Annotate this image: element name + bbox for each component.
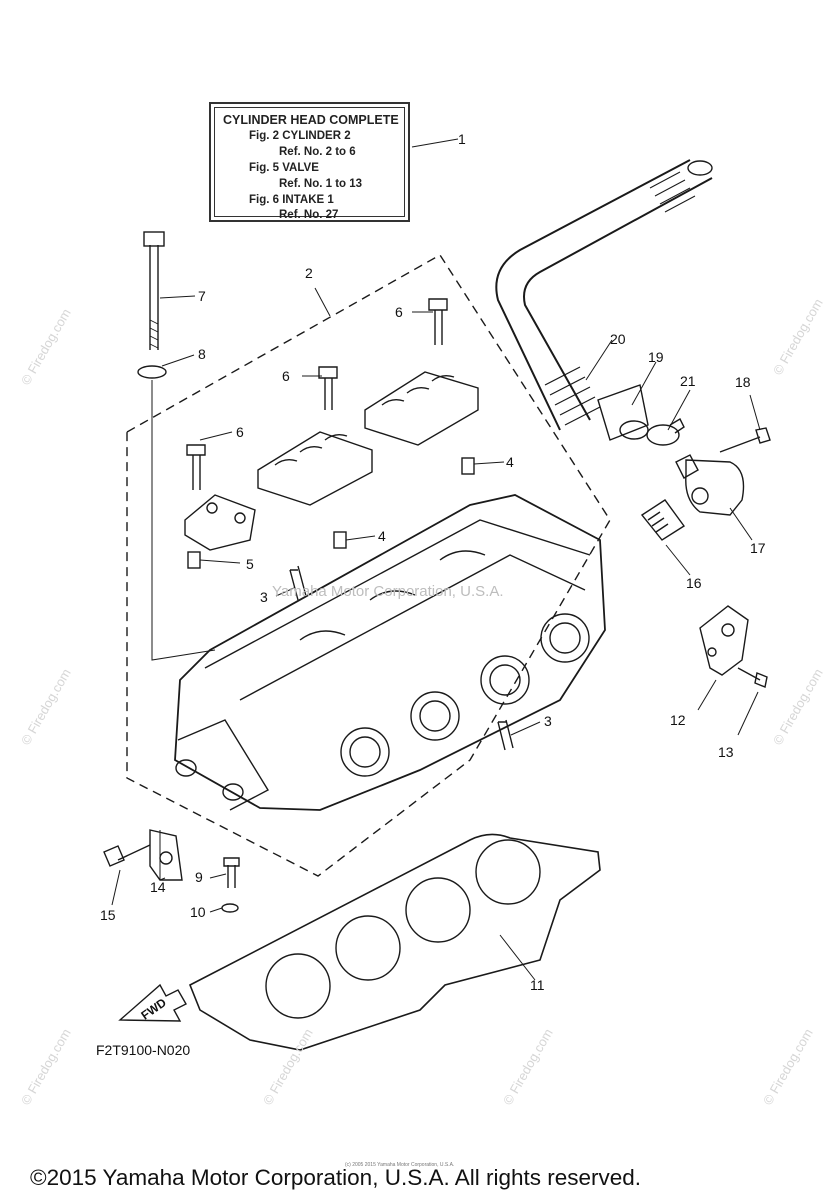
callout-6-middle: 6	[282, 368, 290, 384]
callout-6-left: 6	[236, 424, 244, 440]
callout-9: 9	[195, 869, 203, 885]
bolt-18	[719, 427, 771, 453]
copyright-footer: ©2015 Yamaha Motor Corporation, U.S.A. A…	[30, 1165, 642, 1190]
bolt-6-left	[186, 444, 206, 490]
dowel-3-upper	[289, 565, 307, 601]
callout-18: 18	[735, 374, 751, 390]
callout-16: 16	[686, 575, 702, 591]
info-line-4: Ref. No. 1 to 13	[279, 178, 363, 190]
tiny-copyright: (c) 2005 2015 Yamaha Motor Corporation, …	[345, 1162, 455, 1168]
callout-3-lower: 3	[544, 713, 552, 729]
bolt-7	[143, 231, 165, 350]
info-line-3: Fig. 5 VALVE	[249, 162, 319, 174]
hose-clamp	[646, 418, 685, 446]
callout-13: 13	[718, 744, 734, 760]
callout-11: 11	[530, 977, 545, 993]
callout-2: 2	[305, 265, 313, 281]
diagram-code: F2T9100-N020	[96, 1042, 191, 1058]
camshaft-cap-left	[184, 494, 256, 551]
center-watermark: Yamaha Motor Corporation, U.S.A.	[272, 583, 504, 600]
bracket-14	[149, 829, 183, 881]
info-box-border	[214, 107, 405, 217]
hose-joint	[597, 384, 649, 441]
info-line-6: Ref. No. 27	[279, 209, 339, 221]
callout-7: 7	[198, 288, 206, 304]
callout-17: 17	[750, 540, 766, 556]
head-gasket	[188, 833, 601, 1051]
bolt-6-right	[428, 298, 448, 345]
callout-19: 19	[648, 349, 664, 365]
fwd-arrow	[118, 983, 187, 1022]
dowel-4-middle	[333, 531, 347, 549]
callout-10: 10	[190, 904, 206, 920]
washer-10	[221, 903, 239, 913]
bolt-15	[103, 844, 151, 867]
bolt-13	[737, 667, 768, 688]
assembly-boundary	[126, 254, 611, 877]
callout-15: 15	[100, 907, 116, 923]
callout-3-upper: 3	[260, 589, 268, 605]
cylinder-head	[174, 494, 606, 811]
bracket-12	[699, 605, 749, 676]
info-line-5: Fig. 6 INTAKE 1	[249, 194, 334, 206]
bolt-6-middle	[318, 366, 338, 410]
thermostat	[640, 499, 686, 541]
callout-5: 5	[246, 556, 254, 572]
dowel-4-right	[461, 457, 475, 475]
info-box: CYLINDER HEAD COMPLETE Fig. 2 CYLINDER 2…	[209, 102, 410, 222]
info-line-1: Fig. 2 CYLINDER 2	[249, 130, 351, 142]
camshaft-cap-middle	[257, 431, 373, 506]
callout-8: 8	[198, 346, 206, 362]
washer-8	[137, 365, 167, 379]
callout-4-right: 4	[506, 454, 514, 470]
callout-20: 20	[610, 331, 626, 347]
breather-hose	[495, 159, 713, 431]
callout-21: 21	[680, 373, 696, 389]
callout-6-right: 6	[395, 304, 403, 320]
info-box-title: CYLINDER HEAD COMPLETE	[223, 113, 399, 127]
callout-14: 14	[150, 879, 166, 895]
camshaft-cap-right	[364, 371, 479, 446]
info-line-2: Ref. No. 2 to 6	[279, 146, 356, 158]
dowel-5	[187, 551, 201, 569]
callout-12: 12	[670, 712, 686, 728]
bolt-9	[223, 857, 240, 888]
dowel-3-lower	[497, 719, 514, 751]
thermostat-cover	[675, 454, 745, 516]
callout-4-middle: 4	[378, 528, 386, 544]
callout-1: 1	[458, 131, 466, 147]
